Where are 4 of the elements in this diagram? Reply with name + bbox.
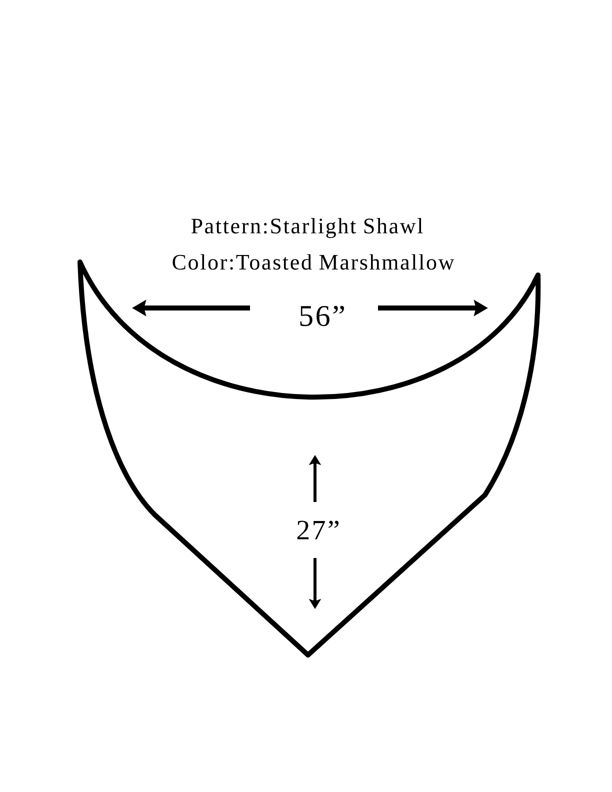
pattern-note: Color:Toasted Marshmallow [172,254,454,270]
pattern-note: Pattern:Starlight Shawl [191,218,423,238]
dimension-label: 27” [297,520,339,540]
dimension-label: 56” [300,306,344,326]
